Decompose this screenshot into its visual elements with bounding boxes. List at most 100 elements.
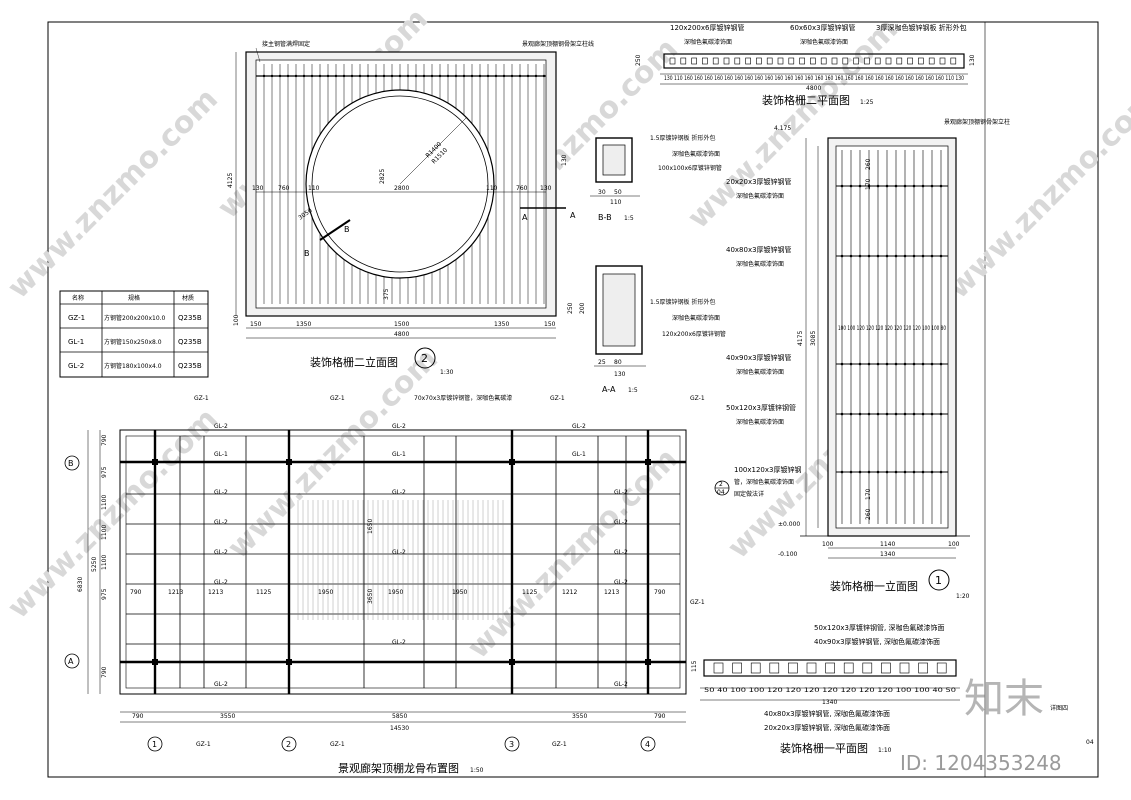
- frame-axis-3-circle: [504, 736, 520, 752]
- frame-left-dim-label: 1100: [101, 525, 108, 540]
- elev1-note-top: 景观廊架顶棚钢骨架立柱: [944, 118, 1010, 126]
- frame-mid-dim-label: 790: [130, 589, 142, 596]
- frame-node: [152, 459, 158, 465]
- frame-bottom-dim-label: 5850: [392, 713, 407, 720]
- plan2-cell: [820, 57, 827, 65]
- elev1-bolt: [921, 184, 925, 188]
- aa-dim-250: 250: [567, 302, 574, 314]
- plan1-scale: 1:10: [878, 747, 892, 754]
- frame-axis-a-circle: [64, 653, 80, 669]
- plan1-cell: [918, 662, 928, 674]
- frame-bottom-dim-label: 3550: [572, 713, 587, 720]
- elev1-inner: [835, 145, 949, 529]
- aa-outer: [595, 265, 643, 355]
- bb-dim-110: 110: [610, 199, 622, 206]
- plan-2: [660, 53, 968, 85]
- frame-gz-2: GZ-1: [330, 395, 345, 402]
- frame-node: [645, 459, 651, 465]
- page-number: 04: [1086, 739, 1094, 746]
- frame-gl2-mid-2: GL-2: [392, 549, 406, 556]
- plan1-label2: 40x90x3厚镀锌钢管, 深咖色氟碳漆饰面: [814, 637, 940, 646]
- frame-axis-1: 1: [152, 740, 157, 749]
- bb-dim-50: 50: [614, 189, 622, 196]
- elev1-dim-170-bot: 170: [865, 488, 872, 500]
- watermark-id: ID: 1204353248: [900, 751, 1062, 775]
- plan2-cell: [831, 57, 838, 65]
- elev1-bolt: [840, 184, 844, 188]
- watermark-logo: 知末: [964, 676, 1044, 722]
- elev1-elev-neg: -0.100: [778, 551, 798, 558]
- frame-gz-6: GZ-1: [196, 741, 211, 748]
- elev1-row-dims: 100 100 120 120 120 120 120 120 120 100 …: [838, 325, 946, 332]
- frame-gl2-bot-2: GL-2: [614, 681, 628, 688]
- elev1-bolt: [885, 470, 889, 474]
- frame-left-total1: 5250: [91, 557, 98, 572]
- elev1-label-10: 固定做法详: [734, 490, 764, 498]
- frame-node: [509, 659, 515, 665]
- plan2-cells: [669, 57, 957, 65]
- elev1-bolt: [939, 184, 943, 188]
- frame-gl2-top-3: GL-2: [572, 423, 586, 430]
- frame-bottom-dim-label: 790: [654, 713, 666, 720]
- elev1-dim-3085: 3085: [810, 331, 817, 346]
- frame-dim-1650: 1650: [367, 519, 374, 534]
- elevation-1: [800, 137, 970, 559]
- frame-mid-dim-label: 1125: [522, 589, 537, 596]
- plan1-cell: [806, 662, 817, 674]
- plan2-cell: [712, 57, 719, 65]
- frame-gl2-r-1: GL-2: [614, 489, 628, 496]
- plan1-cell: [936, 662, 947, 674]
- text-layer: 接主钢管满焊固定 景观廊架顶棚钢骨架立柱线 R1400 R1510 2825 2…: [64, 23, 1094, 775]
- elev2-dim-2825: 2825: [379, 169, 386, 184]
- plan1-dim-1340: 1340: [822, 699, 837, 706]
- elev1-bolt: [894, 412, 898, 416]
- frame-gl2-l-3: GL-2: [214, 549, 228, 556]
- elev2-scale: 1:30: [440, 369, 454, 376]
- elev1-scale: 1:20: [956, 593, 970, 600]
- frame-left-dim-label: 1100: [101, 495, 108, 510]
- frame-gl1-top-2: GL-1: [392, 451, 406, 458]
- elev2-section-b-line: [319, 219, 351, 241]
- elev1-bolt: [912, 184, 916, 188]
- elev2-title: 装饰格栅二立面图: [310, 355, 398, 369]
- frame-mid-dim-label: 1213: [168, 589, 183, 596]
- plan1-cell: [881, 662, 891, 674]
- table-header-mat: 材质: [182, 294, 194, 302]
- elev2-dim-110-r: 110: [486, 185, 498, 192]
- elev2-note-top-left: 接主钢管满焊固定: [262, 40, 310, 48]
- plan1-cells: [713, 662, 947, 674]
- frame-node: [509, 459, 515, 465]
- bb-outer: [595, 137, 633, 183]
- bb-scale: 1:5: [624, 215, 634, 222]
- frame-node: [286, 459, 292, 465]
- elev1-dim-1340: 1340: [880, 551, 895, 558]
- plan2-cell: [842, 57, 849, 65]
- elev1-bolt: [849, 412, 853, 416]
- frame-gz-7: GZ-1: [330, 741, 345, 748]
- elev1-bolt: [912, 254, 916, 258]
- frame-gl2-l-1: GL-2: [214, 489, 228, 496]
- aa-note1: 1.5厚镀锌钢板 折形外包: [650, 298, 715, 306]
- frame-gz-4: GZ-1: [690, 395, 705, 402]
- bb-note1: 1.5厚镀锌钢板 折形外包: [650, 134, 715, 142]
- plan2-title: 装饰格栅二平面图: [762, 93, 850, 107]
- plan2-label1b: 深咖色氟碳漆饰面: [684, 38, 732, 46]
- elev1-bolt: [885, 254, 889, 258]
- plan2-cell: [939, 57, 946, 65]
- plan2-cell: [756, 57, 762, 65]
- frame-gl2-top-1: GL-2: [214, 423, 228, 430]
- elev1-label-1: 深咖色氟碳漆饰面: [736, 192, 784, 200]
- aa-inner: [602, 273, 636, 347]
- elev2-dim-110-l: 110: [308, 185, 320, 192]
- frame-left-dim-label: 975: [101, 466, 108, 478]
- elev1-bolt: [903, 254, 907, 258]
- framing-plan: [87, 429, 687, 723]
- elev1-bolt: [840, 412, 844, 416]
- table-r3-name: GL-2: [68, 362, 84, 370]
- frame-mid-dim-label: 1950: [452, 589, 467, 596]
- plan2-cell: [799, 57, 805, 65]
- frame-axis-4-circle: [640, 736, 656, 752]
- elev1-bolt: [921, 470, 925, 474]
